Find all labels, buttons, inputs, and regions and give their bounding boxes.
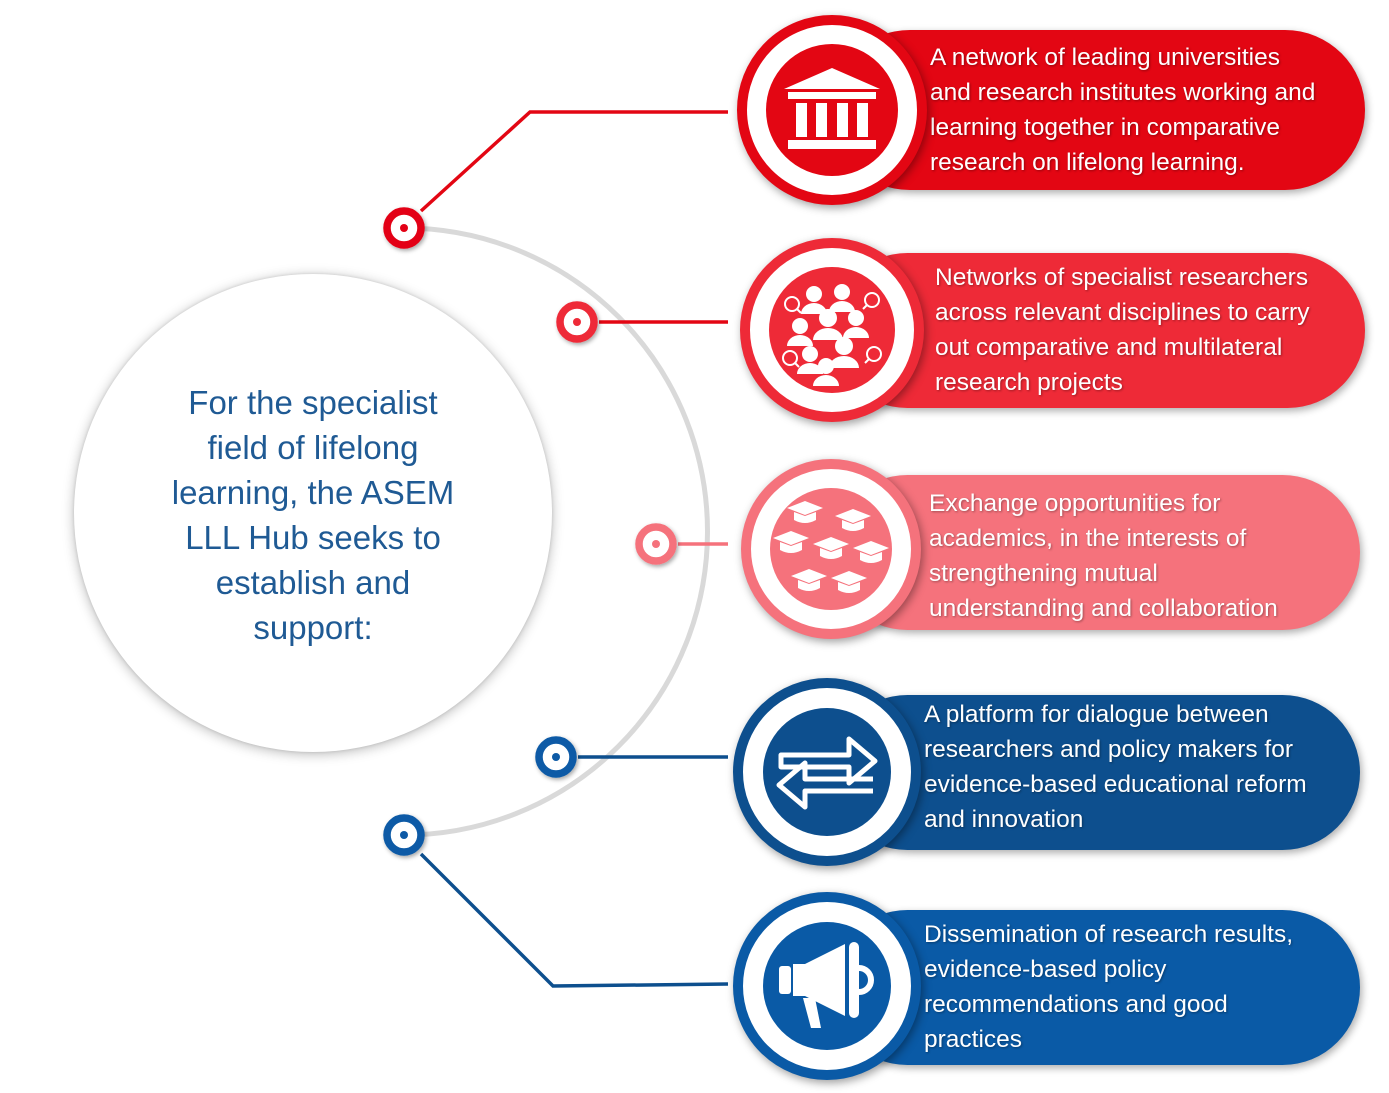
item-icon-disc-5 — [763, 922, 891, 1050]
item-icon-disc-1 — [766, 44, 898, 176]
item-icon-ring-3 — [741, 459, 921, 639]
item-line: across relevant disciplines to carry — [935, 299, 1310, 326]
item-icon-ring-1 — [737, 15, 927, 205]
researcher-network-icon — [782, 284, 882, 386]
item-line: Networks of specialist researchers — [935, 264, 1309, 291]
item-line: Dissemination of research results, — [924, 921, 1294, 948]
node-marker-4 — [535, 736, 577, 778]
connector-line-1 — [419, 110, 728, 213]
item-line: research projects — [935, 369, 1123, 396]
item-line: recommendations and good — [924, 991, 1228, 1018]
item-line: evidence-based educational reform — [924, 771, 1307, 798]
item-icon-disc-4 — [763, 708, 891, 836]
connector-line-5 — [419, 852, 729, 988]
item-icon-ring-4 — [733, 678, 921, 866]
megaphone-icon — [779, 942, 874, 1028]
item-text-2: Networks of specialist researchers acros… — [935, 260, 1309, 400]
item-line: Exchange opportunities for — [929, 490, 1221, 517]
item-line: evidence-based policy — [924, 956, 1167, 983]
item-line: A platform for dialogue between — [924, 701, 1269, 728]
item-text-4: A platform for dialogue between research… — [924, 697, 1307, 837]
node-marker-5 — [383, 814, 425, 856]
item-icon-disc-2 — [769, 267, 895, 393]
item-line: and research institutes working and — [930, 79, 1316, 106]
item-line: strengthening mutual — [929, 560, 1158, 587]
item-line: learning together in comparative — [930, 114, 1281, 141]
node-marker-2 — [556, 301, 598, 343]
item-line: out comparative and multilateral — [935, 334, 1283, 361]
item-line: practices — [924, 1026, 1023, 1053]
university-building-icon — [784, 68, 880, 149]
item-icon-disc-3 — [770, 488, 892, 610]
intro-line: field of lifelong — [207, 429, 419, 466]
item-line: research on lifelong learning. — [930, 149, 1245, 176]
item-line: A network of leading universities — [930, 44, 1280, 71]
intro-line: For the specialist — [188, 384, 438, 421]
node-marker-3 — [635, 523, 677, 565]
item-line: and innovation — [924, 806, 1084, 833]
intro-line: learning, the ASEM — [171, 474, 455, 511]
graduation-caps-icon — [773, 501, 889, 593]
item-icon-ring-5 — [733, 892, 921, 1080]
item-line: academics, in the interests of — [929, 525, 1247, 552]
item-text-3: Exchange opportunities for academics, in… — [929, 486, 1278, 626]
main-circle — [74, 274, 552, 752]
outer-arc — [403, 225, 710, 838]
node-marker-1 — [383, 207, 425, 249]
item-line: researchers and policy makers for — [924, 736, 1294, 763]
item-line: understanding and collaboration — [929, 595, 1278, 622]
item-text-5: Dissemination of research results, evide… — [924, 917, 1293, 1057]
intro-line: LLL Hub seeks to — [185, 519, 441, 556]
intro-line: support: — [253, 609, 373, 646]
item-text-1: A network of leading universities and re… — [930, 40, 1315, 180]
intro-text: For the specialist field of lifelong lea… — [150, 380, 476, 650]
intro-line: establish and — [215, 564, 411, 601]
exchange-arrows-icon — [776, 736, 878, 810]
item-icon-ring-2 — [740, 238, 924, 422]
